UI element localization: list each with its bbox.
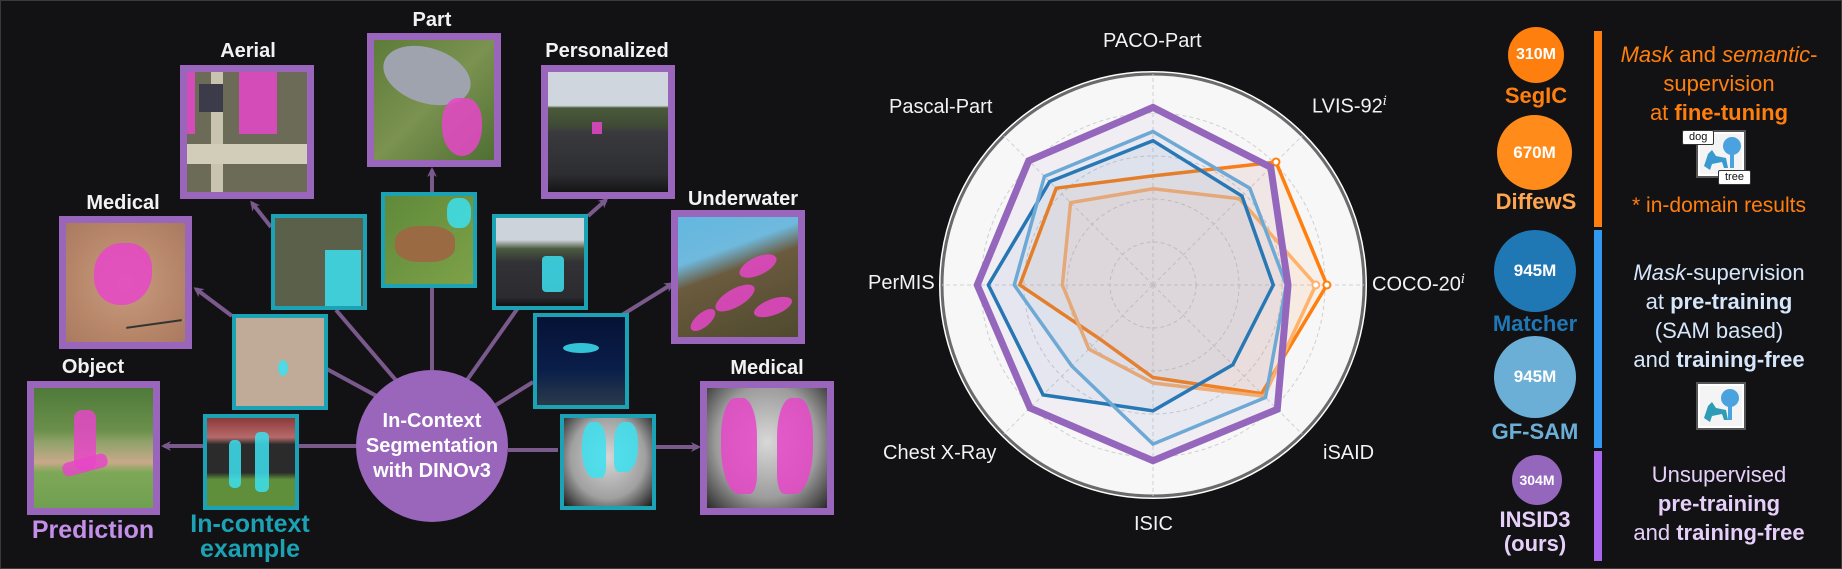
prediction-image-object: [27, 381, 160, 515]
domain-label-aerial: Aerial: [220, 40, 276, 62]
domain-label-part: Part: [412, 9, 452, 31]
group-desc-unsupervised: Unsupervised pre-training and training-f…: [1633, 462, 1805, 545]
prediction-image-medical-xray: [700, 381, 834, 515]
axis-label-permis: PerMIS: [868, 272, 935, 294]
prediction-image-underwater: [671, 210, 805, 344]
prediction-image-medical-skin: [59, 216, 192, 349]
domain-label-personalized: Personalized: [545, 40, 669, 62]
param-bubble-insid3: 304M: [1512, 455, 1562, 505]
param-bubble-diffews: 670M: [1497, 115, 1572, 190]
model-name-insid3: INSID3 (ours): [1499, 507, 1571, 556]
group-bar-finetuning: [1594, 31, 1602, 227]
center-node-in-context-segmentation: In-Context Segmentation with DINOv3: [356, 370, 508, 522]
group-bar-unsupervised: [1594, 451, 1602, 561]
incontext-image-object: [203, 414, 299, 510]
group-bar-pretraining-sam: [1594, 230, 1602, 448]
param-bubble-segic: 310M: [1508, 27, 1564, 83]
tag-tree: tree: [1718, 170, 1751, 185]
domain-label-object: Object: [61, 356, 125, 378]
model-name-segic: SegIC: [1504, 83, 1568, 108]
incontext-image-personalized: [492, 214, 588, 310]
tag-dog: dog: [1682, 130, 1715, 145]
incontext-image-underwater: [533, 313, 629, 409]
prediction-image-personalized: [541, 65, 675, 199]
semantic-mask-icon: dog tree: [1682, 130, 1751, 185]
connector-lines: [161, 167, 701, 452]
axis-label-lvis: LVIS-92i: [1312, 94, 1387, 118]
model-name-matcher: Matcher: [1492, 311, 1578, 336]
model-name-diffews: DiffewS: [1495, 189, 1577, 214]
incontext-caption: In-context example: [190, 510, 310, 563]
model-name-gf-sam: GF-SAM: [1491, 419, 1579, 444]
prediction-caption: Prediction: [31, 516, 155, 544]
axis-label-paco-part: PACO-Part: [1103, 30, 1202, 52]
mask-only-icon: [1696, 382, 1746, 430]
group-desc-sam-based: Mask-supervision at pre-training (SAM ba…: [1633, 260, 1805, 372]
axis-label-isic: ISIC: [1134, 513, 1173, 535]
prediction-image-aerial: [180, 65, 314, 199]
group-desc-finetuning: Mask and semantic- supervision at fine-t…: [1620, 42, 1818, 125]
axis-label-isaid: iSAID: [1323, 442, 1375, 464]
footnote-in-domain: * in-domain results: [1632, 194, 1806, 217]
domain-label-medical-skin: Medical: [86, 192, 160, 214]
domain-label-medical-xray: Medical: [730, 357, 804, 379]
axis-label-coco: COCO-20i: [1372, 272, 1466, 296]
axis-label-pascal-part: Pascal-Part: [889, 96, 993, 118]
incontext-image-medical-xray: [560, 414, 656, 510]
domain-label-underwater: Underwater: [687, 188, 799, 210]
prediction-image-part: [367, 33, 501, 167]
axis-label-chest-xray: Chest X-Ray: [883, 442, 997, 464]
incontext-image-part: [381, 192, 477, 288]
param-bubble-matcher: 945M: [1494, 230, 1576, 312]
param-bubble-gf-sam: 945M: [1494, 336, 1576, 418]
incontext-image-medical-skin: [232, 314, 328, 410]
incontext-image-aerial: [271, 214, 367, 310]
